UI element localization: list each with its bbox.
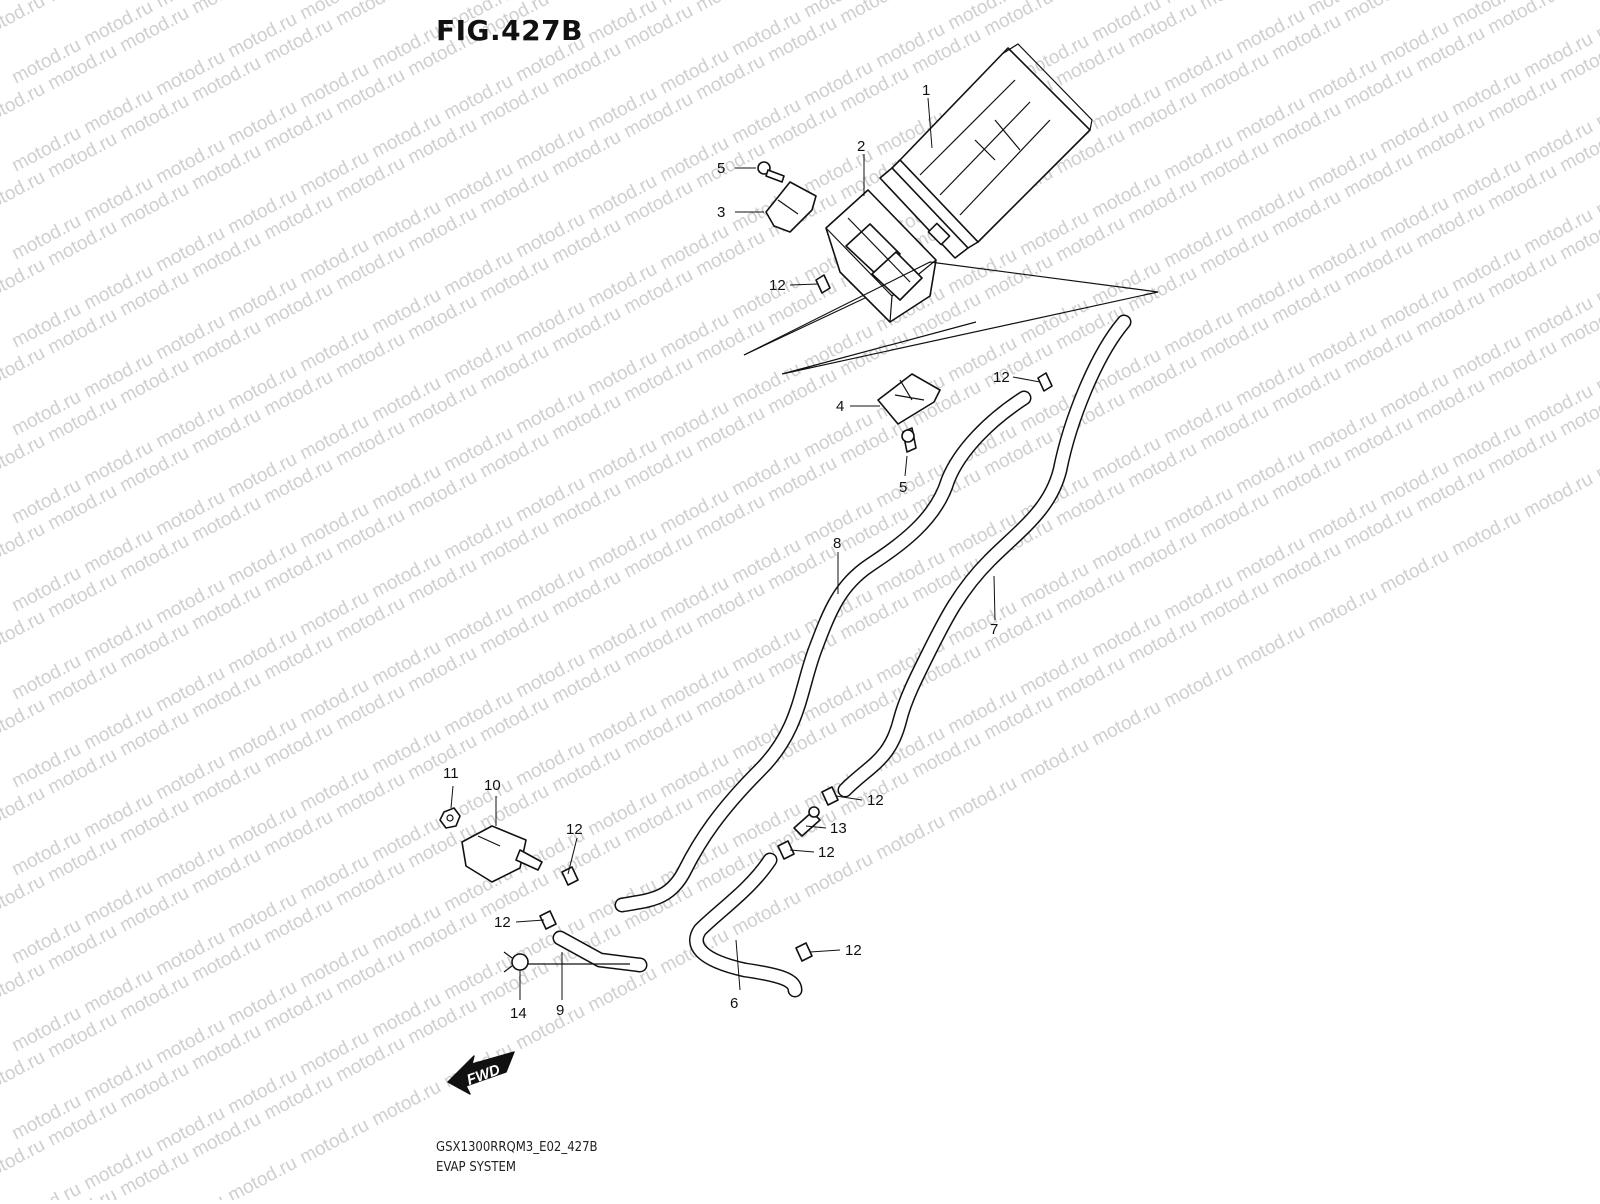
watermark-text: motod.ru	[1340, 0, 1416, 26]
watermark-text: motod.ru	[944, 773, 1020, 827]
callout-12g: 12	[845, 942, 862, 959]
watermark-text: motod.ru	[8, 1179, 84, 1200]
watermark-text: motod.ru	[1592, 343, 1600, 397]
figure-code: GSX1300RRQM3_E02_427B	[436, 1140, 598, 1155]
watermark-text: motod.ru	[188, 0, 264, 18]
watermark-text: motod.ru	[1304, 583, 1380, 637]
watermark-text: motod.ru	[548, 0, 624, 4]
watermark-text: motod.ru	[332, 0, 408, 30]
watermark-text: motod.ru	[0, 1047, 49, 1101]
callout-3: 3	[717, 204, 725, 221]
watermark-text: motod.ru	[1592, 431, 1600, 485]
watermark-text: motod.ru	[1052, 0, 1128, 2]
clamp-icon	[1038, 373, 1052, 391]
watermark-text: motod.ru	[44, 0, 120, 6]
callout-12b: 12	[993, 369, 1010, 386]
callout-4: 4	[836, 398, 844, 415]
watermark-text: motod.ru	[0, 607, 49, 661]
watermark-text: motod.ru	[1592, 79, 1600, 133]
watermark-text: motod.ru	[0, 959, 49, 1013]
callout-7: 7	[990, 621, 998, 638]
watermark-text: motod.ru	[1592, 167, 1600, 221]
watermark-text: motod.ru	[0, 519, 49, 573]
callout-2: 2	[857, 138, 865, 155]
callout-12e: 12	[566, 821, 583, 838]
callout-14: 14	[510, 1005, 527, 1022]
watermark-text: motod.ru	[692, 0, 768, 16]
watermark-text: motod.ru	[800, 849, 876, 903]
watermark-text: motod.ru	[0, 431, 49, 485]
watermark-text: motod.ru	[0, 0, 49, 44]
watermark-text: motod.ru	[0, 783, 49, 837]
watermark-text: motod.ru	[0, 255, 49, 309]
watermark-text: motod.ru	[0, 167, 49, 221]
watermark-text: motod.ru	[1448, 507, 1524, 561]
watermark-text: motod.ru	[872, 811, 948, 865]
callout-13: 13	[830, 820, 847, 837]
watermark-text: motod.ru	[836, 0, 912, 28]
watermark-text: motod.ru	[1088, 697, 1164, 751]
watermark-text: motod.ru	[1376, 545, 1452, 599]
watermark-text: motod.ru	[1592, 255, 1600, 309]
figure-title: FIG.427B	[436, 14, 583, 47]
watermark-text: motod.ru	[152, 1191, 228, 1200]
watermark-text: motod.ru	[1160, 659, 1236, 713]
callout-11: 11	[443, 765, 459, 782]
watermark-text: motod.ru	[1016, 735, 1092, 789]
callout-12d: 12	[818, 844, 835, 861]
bolt-icon	[758, 162, 784, 182]
callout-8: 8	[833, 535, 841, 552]
watermark-text: motod.ru	[1196, 0, 1272, 14]
callout-5b: 5	[899, 479, 907, 496]
watermark-text: motod.ru	[0, 1135, 49, 1189]
watermark-text: motod.ru	[1520, 469, 1596, 523]
callout-5a: 5	[717, 160, 725, 177]
callout-9: 9	[556, 1002, 564, 1019]
watermark-text: motod.ru	[0, 871, 49, 925]
watermark-text: motod.ru	[368, 1077, 444, 1131]
watermark-text: motod.ru	[0, 343, 49, 397]
watermark-text: motod.ru	[296, 1115, 372, 1169]
watermark-text: motod.ru	[0, 79, 49, 133]
callout-1: 1	[922, 82, 930, 99]
watermark-text: motod.ru	[584, 963, 660, 1017]
callout-12f: 12	[494, 914, 511, 931]
watermark-text: motod.ru	[1592, 0, 1600, 44]
callout-6: 6	[730, 995, 738, 1012]
bolt-icon	[902, 428, 916, 452]
callout-12a: 12	[769, 277, 786, 294]
watermark-text: motod.ru	[0, 695, 49, 749]
watermark-text: motod.ru	[1232, 621, 1308, 675]
figure-name: EVAP SYSTEM	[436, 1160, 516, 1175]
callout-12c: 12	[867, 792, 884, 809]
clamp-icon	[796, 943, 812, 961]
callout-10: 10	[484, 777, 501, 794]
watermark-text: motod.ru	[224, 1153, 300, 1200]
